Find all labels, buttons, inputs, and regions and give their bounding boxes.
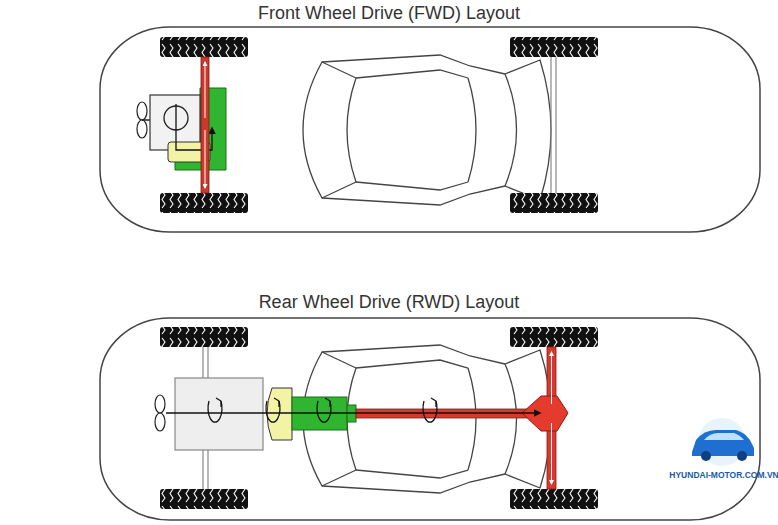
- fan-blade: [137, 120, 147, 138]
- watermark: HYUNDAI-MOTOR.COM.VN: [669, 470, 778, 481]
- side-window-right: [356, 470, 468, 478]
- axle-arrow: [551, 352, 552, 404]
- engine-block: [175, 378, 263, 450]
- cabin-rear-edge: [468, 78, 476, 182]
- roof-line-left: [322, 55, 505, 74]
- clutch-housing: [267, 388, 292, 440]
- rotation-arrow: [317, 398, 331, 422]
- tire: [160, 193, 248, 213]
- windshield: [303, 62, 356, 198]
- roof-line-right: [322, 186, 505, 205]
- section-heading: Rear Wheel Drive (RWD) Layout: [259, 291, 520, 314]
- logo-car-window: [704, 433, 744, 440]
- rear-window: [505, 60, 551, 200]
- front-drive-axle: [201, 57, 209, 193]
- axle-line: [550, 57, 551, 193]
- axle-arrow: [205, 130, 206, 188]
- cabin-rear-edge: [468, 368, 476, 470]
- cooling-fan: [155, 395, 165, 431]
- axle-line: [555, 57, 556, 193]
- rotation-arrow: [266, 398, 280, 422]
- axle-arrow: [205, 62, 206, 118]
- roof-line-left: [322, 345, 505, 364]
- car-body-outline: [100, 318, 760, 520]
- logo-car-wheel: [701, 451, 711, 461]
- tire: [160, 37, 248, 57]
- tire: [160, 327, 248, 347]
- fan-blade: [155, 413, 165, 431]
- car-body-outline: [100, 27, 760, 232]
- watermark-logo: [692, 418, 754, 466]
- section-heading: Front Wheel Drive (FWD) Layout: [258, 2, 520, 25]
- logo-car-wheel: [737, 451, 747, 461]
- tire: [510, 193, 598, 213]
- rear-axle: [551, 57, 556, 193]
- rotation-arrow: [423, 398, 437, 422]
- side-window-right: [356, 182, 468, 190]
- fan-blade: [137, 102, 147, 120]
- tire: [160, 489, 248, 509]
- roof-line-right: [322, 474, 505, 493]
- tire: [510, 327, 598, 347]
- fan-blade: [155, 395, 165, 413]
- fan-shaft: [142, 119, 150, 121]
- tire: [510, 37, 598, 57]
- axle-arrow: [551, 423, 552, 484]
- side-window-left: [356, 70, 468, 78]
- fwd-car: [100, 27, 760, 232]
- cooling-fan: [137, 102, 150, 138]
- rotation-arrow: [208, 398, 222, 422]
- tire: [510, 489, 598, 509]
- car-cabin: [303, 55, 551, 205]
- side-window-left: [356, 360, 468, 368]
- rwd-car: [100, 318, 760, 520]
